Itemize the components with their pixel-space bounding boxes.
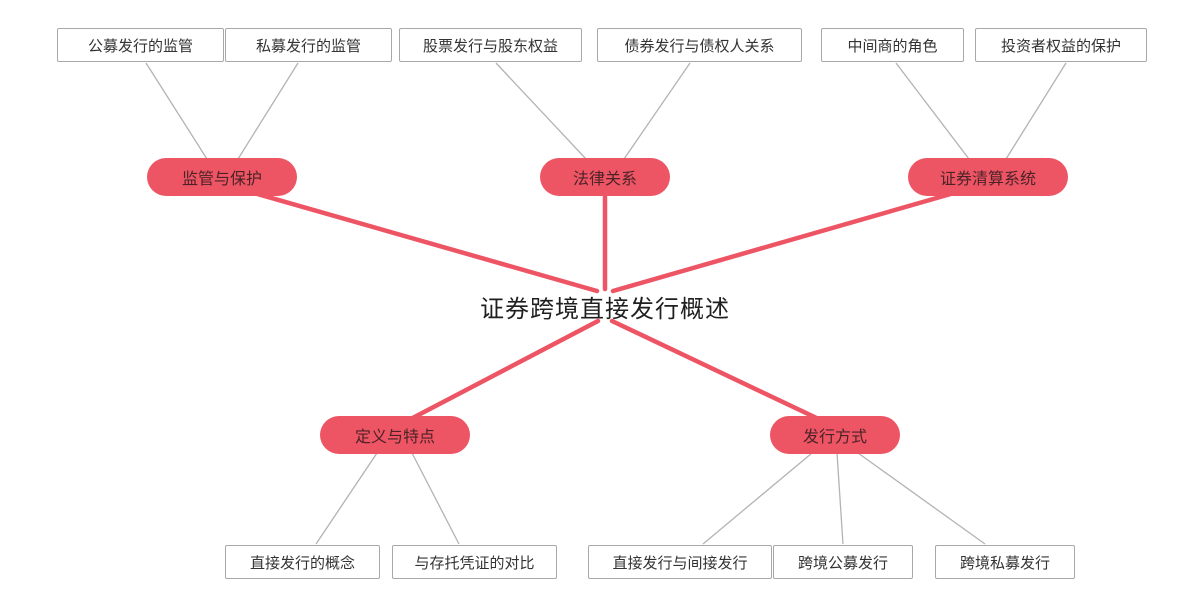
leaf-node-stock-shareholder-rights[interactable]: 股票发行与股东权益 <box>399 28 582 62</box>
edge-branch-to-leaf <box>857 452 986 545</box>
leaf-node-crossborder-private-offering[interactable]: 跨境私募发行 <box>935 545 1075 579</box>
leaf-node-direct-vs-indirect[interactable]: 直接发行与间接发行 <box>588 545 772 579</box>
edge-center-to-methods <box>609 318 828 425</box>
leaf-node-crossborder-public-offering[interactable]: 跨境公募发行 <box>773 545 913 579</box>
branch-node-legal-relations[interactable]: 法律关系 <box>540 158 670 196</box>
edge-center-to-regulation <box>237 186 600 294</box>
central-topic[interactable]: 证券跨境直接发行概述 <box>480 295 730 323</box>
leaf-node-bond-creditor-relations[interactable]: 债券发行与债权人关系 <box>597 28 802 62</box>
edge-branch-to-leaf <box>623 62 691 160</box>
edge-center-to-clearing <box>610 186 971 294</box>
edge-branch-to-leaf <box>836 452 844 545</box>
leaf-node-depositary-receipt-comparison[interactable]: 与存托凭证的对比 <box>392 545 557 579</box>
branch-node-regulation-protection[interactable]: 监管与保护 <box>147 158 297 196</box>
edge-center-to-definition <box>402 318 601 425</box>
edge-branch-to-leaf <box>495 62 587 160</box>
leaf-node-private-offering-regulation[interactable]: 私募发行的监管 <box>225 28 392 62</box>
leaf-node-investor-protection[interactable]: 投资者权益的保护 <box>975 28 1147 62</box>
leaf-node-public-offering-regulation[interactable]: 公募发行的监管 <box>57 28 224 62</box>
edge-branch-to-leaf <box>145 62 208 160</box>
leaf-node-direct-issuance-concept[interactable]: 直接发行的概念 <box>225 545 380 579</box>
edge-branch-to-leaf <box>702 452 813 545</box>
edge-branch-to-leaf <box>315 452 378 545</box>
edge-branch-to-leaf <box>237 62 299 160</box>
edge-branch-to-leaf <box>411 452 460 545</box>
branch-node-issuance-methods[interactable]: 发行方式 <box>770 416 900 454</box>
branch-node-clearing-system[interactable]: 证券清算系统 <box>908 158 1068 196</box>
leaf-node-intermediary-role[interactable]: 中间商的角色 <box>821 28 964 62</box>
edge-branch-to-leaf <box>1005 62 1067 160</box>
edge-branch-to-leaf <box>895 62 970 160</box>
branch-node-definition-features[interactable]: 定义与特点 <box>320 416 470 454</box>
